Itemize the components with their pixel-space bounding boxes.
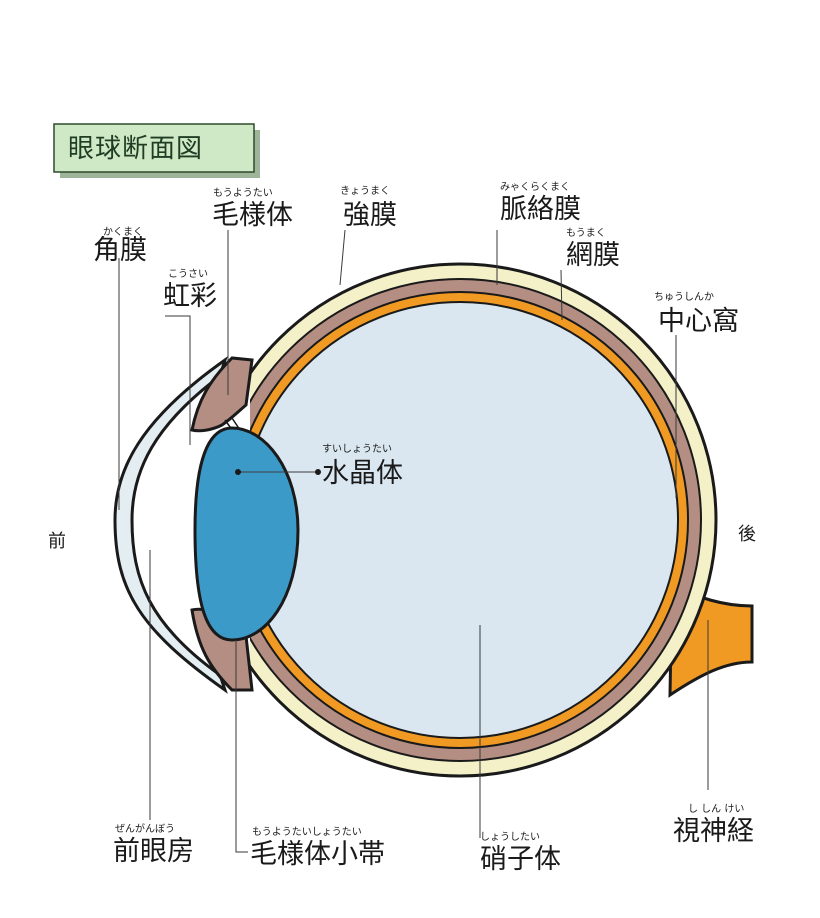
- svg-text:しょうしたい: しょうしたい: [480, 831, 540, 843]
- label-choroid: みゃくらくまく 脈絡膜: [500, 181, 581, 225]
- label-sclera: きょうまく 強膜: [340, 185, 397, 231]
- svg-text:脈絡膜: 脈絡膜: [500, 194, 581, 225]
- svg-text:視神経: 視神経: [673, 816, 754, 847]
- svg-text:硝子体: 硝子体: [480, 844, 561, 875]
- svg-text:前眼房: 前眼房: [113, 836, 194, 867]
- svg-text:網膜: 網膜: [566, 240, 620, 271]
- svg-text:こうさい: こうさい: [168, 268, 208, 280]
- label-ciliary-body: もうようたい 毛様体: [212, 187, 293, 231]
- svg-text:ぜんがんぼう: ぜんがんぼう: [115, 822, 175, 835]
- svg-text:虹彩: 虹彩: [163, 281, 217, 312]
- label-cornea: かくまく 角膜: [93, 226, 147, 266]
- svg-text:水晶体: 水晶体: [322, 458, 403, 489]
- diagram-title: 眼球断面図: [68, 134, 203, 164]
- vitreous-body: [242, 302, 678, 738]
- label-vitreous: しょうしたい 硝子体: [480, 831, 561, 875]
- svg-text:みゃくらくまく: みゃくらくまく: [500, 181, 570, 193]
- svg-text:毛様体小帯: 毛様体小帯: [250, 839, 385, 870]
- svg-text:すいしょうたい: すいしょうたい: [322, 443, 392, 455]
- label-lens: すいしょうたい 水晶体: [322, 443, 403, 489]
- svg-text:きょうまく: きょうまく: [340, 185, 390, 197]
- label-anterior-chamber: ぜんがんぼう 前眼房: [113, 822, 194, 867]
- svg-text:もうようたい: もうようたい: [213, 187, 273, 199]
- svg-text:毛様体: 毛様体: [212, 200, 293, 231]
- svg-text:角膜: 角膜: [93, 235, 147, 266]
- label-optic-nerve: し しん けい 視神経: [673, 803, 754, 847]
- svg-text:もうようたいしょうたい: もうようたいしょうたい: [252, 826, 362, 838]
- label-iris: こうさい 虹彩: [163, 268, 217, 312]
- label-retina: もうまく 網膜: [566, 227, 620, 271]
- svg-text:し しん けい: し しん けい: [688, 803, 744, 815]
- svg-text:中心窩: 中心窩: [658, 306, 739, 337]
- svg-text:ちゅうしんか: ちゅうしんか: [654, 291, 714, 303]
- back-label: 後: [738, 524, 756, 545]
- title-box: 眼球断面図: [54, 124, 260, 178]
- label-fovea: ちゅうしんか 中心窩: [654, 291, 739, 337]
- label-zonule: もうようたいしょうたい 毛様体小帯: [250, 826, 385, 870]
- svg-text:もうまく: もうまく: [566, 227, 606, 239]
- svg-text:強膜: 強膜: [343, 200, 397, 231]
- front-label: 前: [48, 531, 66, 552]
